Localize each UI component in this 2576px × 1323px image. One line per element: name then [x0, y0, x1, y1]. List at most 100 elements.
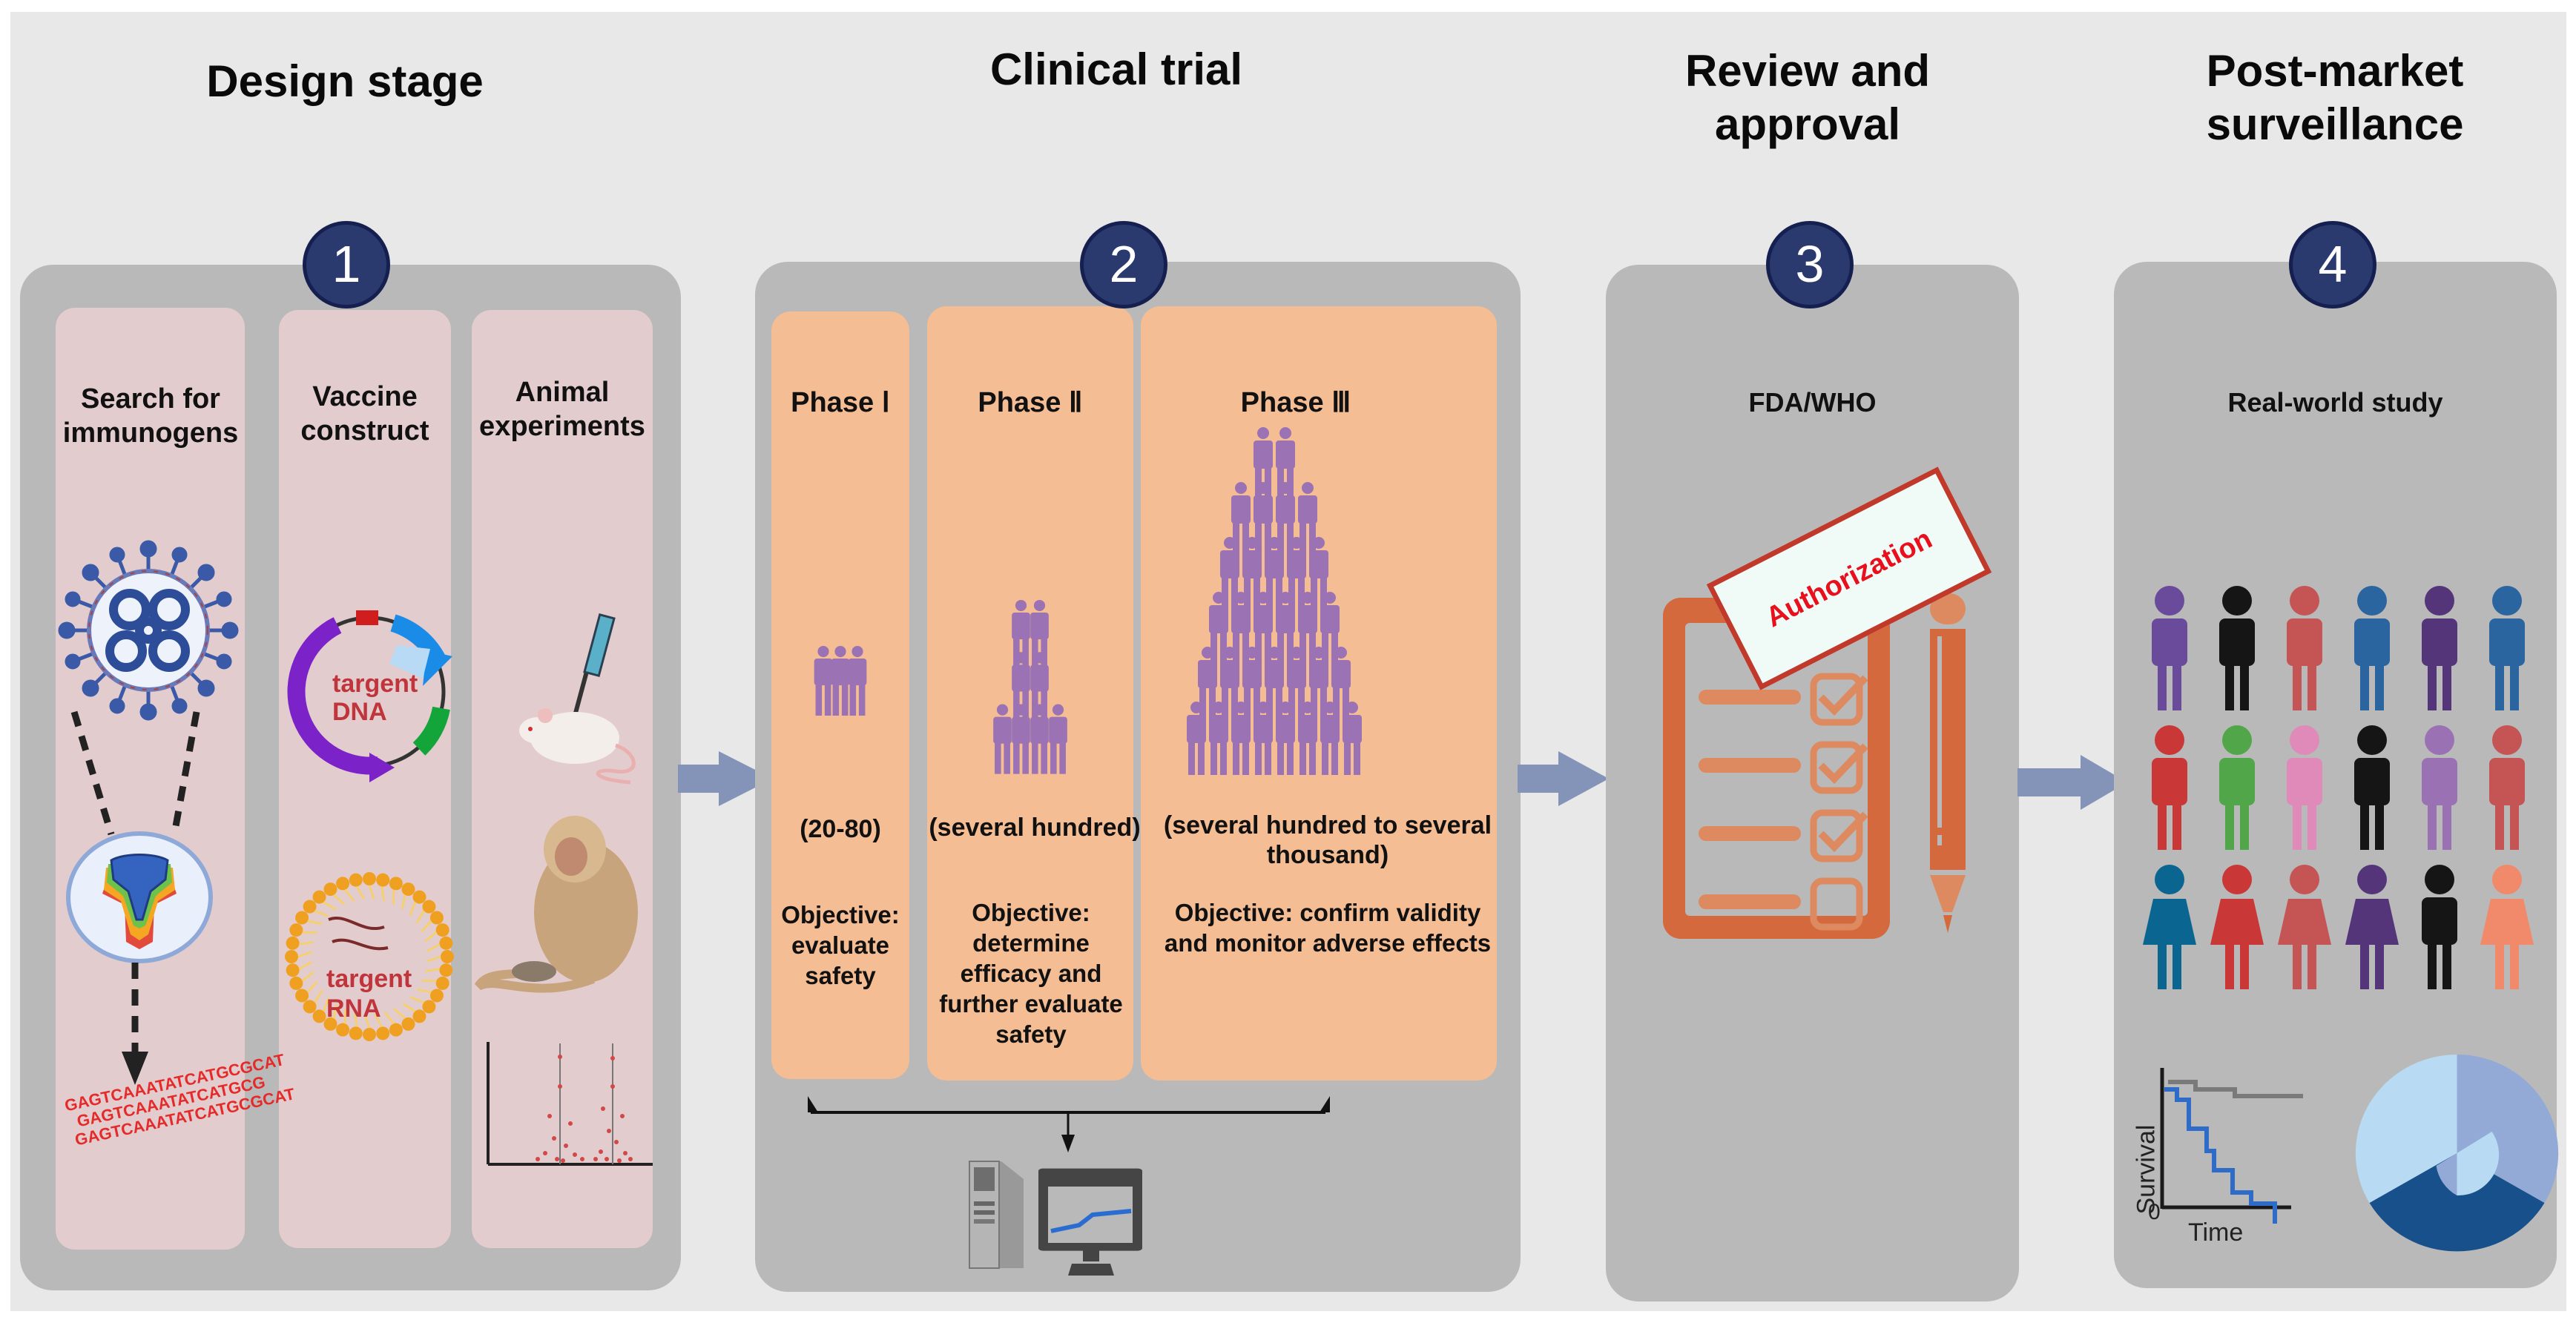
person-icon — [831, 645, 850, 716]
population-person-icon — [2422, 865, 2457, 989]
person-icon — [1276, 427, 1295, 501]
flow-arrow-2-to-3 — [1518, 751, 1609, 806]
checkbox-icon — [1810, 673, 1863, 726]
authority-label: FDA/WHO — [1748, 387, 1877, 418]
step-badge-3: 3 — [1766, 221, 1854, 309]
person-icon — [1012, 652, 1030, 722]
person-icon — [1265, 647, 1284, 720]
pencil-icon — [1930, 593, 1966, 933]
scatter-point — [628, 1157, 633, 1161]
person-icon — [1320, 702, 1340, 775]
population-person-icon — [2422, 586, 2457, 710]
checkbox-icon — [1810, 741, 1863, 794]
checkbox-icon — [1810, 877, 1863, 931]
person-icon — [1012, 704, 1030, 774]
checklist-line — [1699, 826, 1801, 841]
population-person-icon — [2210, 865, 2264, 989]
zoom-dashed-lines — [70, 710, 200, 836]
stage-title-clinical: Clinical trial — [989, 44, 1243, 94]
immunogen-card — [56, 308, 245, 1250]
person-icon — [1298, 592, 1317, 665]
person-icon — [1231, 702, 1251, 775]
population-person-icon — [2489, 725, 2525, 850]
phase-2-people — [993, 599, 1067, 774]
protein-structure-icon — [66, 831, 213, 963]
lipid-nanoparticle-icon — [285, 872, 454, 1041]
person-icon — [1242, 647, 1262, 720]
time-axis-label: Time — [2188, 1218, 2244, 1247]
person-icon — [1231, 482, 1251, 555]
phase-2-objective: Objective: determine efficacy and furthe… — [939, 899, 1123, 1048]
scatter-point — [558, 1055, 562, 1059]
stage-title-design: Design stage — [206, 56, 484, 106]
survival-origin-label: 0 — [2148, 1200, 2161, 1224]
checklist-line — [1699, 690, 1801, 705]
scatter-point — [610, 1056, 615, 1060]
person-icon — [848, 645, 867, 716]
plasmid-dna-icon — [287, 610, 452, 782]
phase-1-card — [771, 311, 909, 1079]
scatter-point — [543, 1151, 547, 1155]
population-person-icon — [2480, 865, 2534, 989]
target-rna-label: targent RNA — [326, 965, 412, 1023]
population-person-icon — [2345, 865, 2399, 989]
person-icon — [1309, 537, 1328, 610]
scatter-point — [610, 1084, 615, 1089]
person-icon — [1287, 537, 1306, 610]
person-icon — [1012, 599, 1030, 670]
person-icon — [1287, 647, 1306, 720]
scatter-point — [552, 1136, 556, 1141]
phase-2-participants: (several hundred) — [929, 814, 1141, 842]
population-person-icon — [2354, 586, 2390, 710]
person-icon — [1298, 702, 1317, 775]
person-icon — [1320, 592, 1340, 665]
population-person-icon — [2219, 586, 2255, 710]
step-badge-2: 2 — [1080, 221, 1167, 309]
vaccine-construct-label: Vaccine construct — [300, 381, 429, 446]
person-icon — [1209, 592, 1228, 665]
population-person-icon — [2219, 725, 2255, 850]
person-icon — [1209, 702, 1228, 775]
person-icon — [1309, 647, 1328, 720]
population-person-icon — [2354, 725, 2390, 850]
phase-3-people — [1187, 427, 1362, 775]
population-person-icon — [2278, 865, 2331, 989]
person-icon — [1220, 647, 1239, 720]
diverse-population-icons — [2143, 586, 2534, 989]
person-icon — [1030, 704, 1049, 774]
flow-arrow-1-to-2 — [678, 751, 773, 806]
population-person-icon — [2489, 586, 2525, 710]
virus-icon — [58, 540, 239, 721]
scatter-point — [614, 1140, 619, 1144]
phase-3-objective: Objective: confirm validity and monitor … — [1164, 899, 1492, 957]
scatter-point — [601, 1106, 605, 1111]
target-dna-label: targent DNA — [332, 670, 418, 726]
person-icon — [1276, 482, 1295, 555]
phase-1-title: Phase Ⅰ — [791, 387, 890, 418]
scatter-point — [573, 1152, 577, 1157]
animal-experiments-card — [472, 310, 653, 1248]
scatter-point — [607, 1129, 611, 1133]
person-icon — [814, 645, 833, 716]
scatter-point — [605, 1157, 609, 1161]
scatter-point — [617, 1158, 622, 1163]
person-icon — [1265, 537, 1284, 610]
person-icon — [1276, 592, 1295, 665]
stage-title-postmarket: Post-market surveillance — [2206, 46, 2464, 149]
survival-curve-reference — [2168, 1080, 2303, 1098]
scatter-point — [558, 1084, 562, 1089]
person-icon — [1198, 647, 1217, 720]
population-person-icon — [2152, 725, 2187, 850]
vaccine-construct-card — [279, 310, 451, 1248]
checkmark-icon — [1818, 811, 1868, 853]
person-icon — [1030, 652, 1049, 722]
step-badge-1: 1 — [303, 221, 390, 309]
scatter-point — [555, 1157, 559, 1161]
person-icon — [1331, 647, 1351, 720]
computer-analysis-icon — [969, 1161, 1142, 1276]
person-icon — [1030, 599, 1049, 670]
scatter-point — [620, 1114, 625, 1118]
scatter-plot-icon — [487, 1042, 653, 1166]
checklist-line — [1699, 758, 1801, 773]
person-icon — [1276, 702, 1295, 775]
